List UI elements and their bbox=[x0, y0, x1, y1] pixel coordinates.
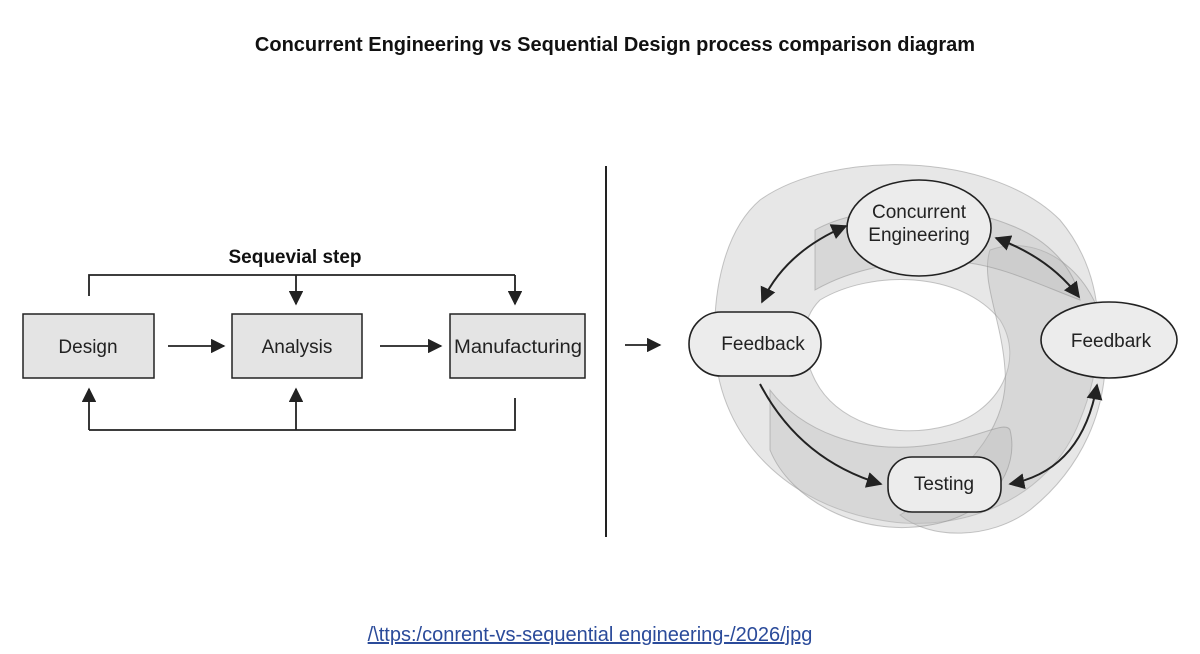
node-testing: Testing bbox=[887, 456, 1002, 513]
step-manufacturing: Manufacturing bbox=[449, 313, 586, 379]
source-caption: /\ttps:/conrent-vs-sequential engineerin… bbox=[367, 624, 813, 646]
node-testing-label: Testing bbox=[914, 474, 974, 495]
step-manufacturing-label: Manufacturing bbox=[454, 337, 582, 358]
arrow-feedbark-testing bbox=[1008, 383, 1103, 490]
sequential-heading: Sequevial step bbox=[228, 247, 361, 268]
node-concurrent-engineering-shape bbox=[846, 179, 992, 277]
diagram-title: Concurrent Engineering vs Sequential Des… bbox=[254, 34, 976, 56]
step-analysis-label: Analysis bbox=[262, 337, 333, 358]
node-testing-shape bbox=[887, 456, 1002, 513]
step-design: Design bbox=[22, 313, 155, 379]
arrow-engineering-feedback bbox=[760, 224, 848, 304]
step-analysis: Analysis bbox=[231, 313, 363, 379]
arrow-engineering-feedbark bbox=[994, 235, 1080, 299]
node-feedbark: Feedbark bbox=[1040, 301, 1178, 379]
step-design-label: Design bbox=[58, 337, 117, 358]
arrow-feedback-testing bbox=[759, 383, 883, 488]
node-feedbark-label: Feedbark bbox=[1071, 331, 1152, 352]
feedback-line bbox=[89, 398, 516, 431]
node-feedback: Feedback bbox=[688, 311, 822, 377]
sequential-section: Sequevial step Design Analysis Manufactu… bbox=[22, 247, 586, 431]
step-analysis-box bbox=[231, 313, 363, 379]
step-manufacturing-box bbox=[449, 313, 586, 379]
node-feedback-shape bbox=[688, 311, 822, 377]
node-feedbark-shape bbox=[1040, 301, 1178, 379]
node-feedback-label: Feedback bbox=[721, 334, 805, 355]
step-design-box bbox=[22, 313, 155, 379]
feedforward-line bbox=[88, 274, 515, 296]
